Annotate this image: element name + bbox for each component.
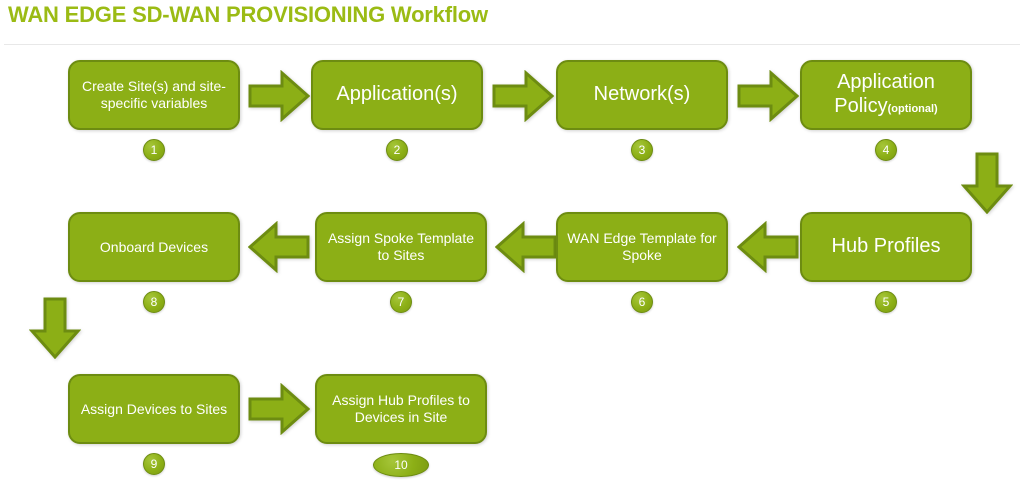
arrow-down-8-to-9 [29, 297, 81, 359]
arrow-left-7-to-8 [248, 221, 310, 273]
step-badge-7: 7 [390, 291, 412, 313]
arrow-right-3-to-4 [737, 70, 799, 122]
step-node-6-label: WAN Edge Template for Spoke [567, 230, 717, 263]
step-node-2[interactable]: Application(s) [311, 60, 483, 130]
step-badge-10: 10 [373, 453, 429, 477]
step-badge-3: 3 [631, 139, 653, 161]
step-node-5-label: Hub Profiles [831, 235, 941, 258]
step-node-4-title: Application Policy [834, 71, 935, 117]
step-node-10-label: Assign Hub Profiles to Devices in Site [332, 392, 470, 425]
arrow-left-6-to-7 [495, 221, 557, 273]
step-badge-8: 8 [143, 291, 165, 313]
arrow-down-4-to-5 [961, 152, 1013, 214]
step-node-9-label: Assign Devices to Sites [80, 400, 228, 417]
arrow-right-1-to-2 [248, 70, 310, 122]
step-node-10[interactable]: Assign Hub Profiles to Devices in Site [315, 374, 487, 444]
step-node-7[interactable]: Assign Spoke Template to Sites [315, 212, 487, 282]
step-node-4[interactable]: Application Policy(optional) [800, 60, 972, 130]
step-node-7-label: Assign Spoke Template to Sites [327, 230, 475, 263]
page-title: WAN EDGE SD-WAN PROVISIONING Workflow [8, 2, 488, 27]
arrow-left-5-to-6 [737, 221, 799, 273]
step-badge-5: 5 [875, 291, 897, 313]
step-badge-6: 6 [631, 291, 653, 313]
step-node-4-label: Application Policy(optional) [810, 71, 962, 118]
header-divider [4, 44, 1020, 45]
step-node-1-label: Create Site(s) and site-specific variabl… [82, 78, 226, 111]
step-node-3[interactable]: Network(s) [556, 60, 728, 130]
step-badge-2: 2 [386, 139, 408, 161]
step-node-5[interactable]: Hub Profiles [800, 212, 972, 282]
step-node-2-label: Application(s) [336, 83, 458, 106]
step-node-9[interactable]: Assign Devices to Sites [68, 374, 240, 444]
step-node-8-label: Onboard Devices [99, 238, 209, 255]
step-badge-4: 4 [875, 139, 897, 161]
arrow-right-9-to-10 [248, 383, 310, 435]
step-node-6[interactable]: WAN Edge Template for Spoke [556, 212, 728, 282]
step-node-3-label: Network(s) [593, 83, 691, 106]
arrow-right-2-to-3 [492, 70, 554, 122]
step-node-4-optional-tag: (optional) [887, 103, 938, 115]
step-badge-1: 1 [143, 139, 165, 161]
step-badge-9: 9 [143, 453, 165, 475]
step-node-8[interactable]: Onboard Devices [68, 212, 240, 282]
step-node-1[interactable]: Create Site(s) and site-specific variabl… [68, 60, 240, 130]
